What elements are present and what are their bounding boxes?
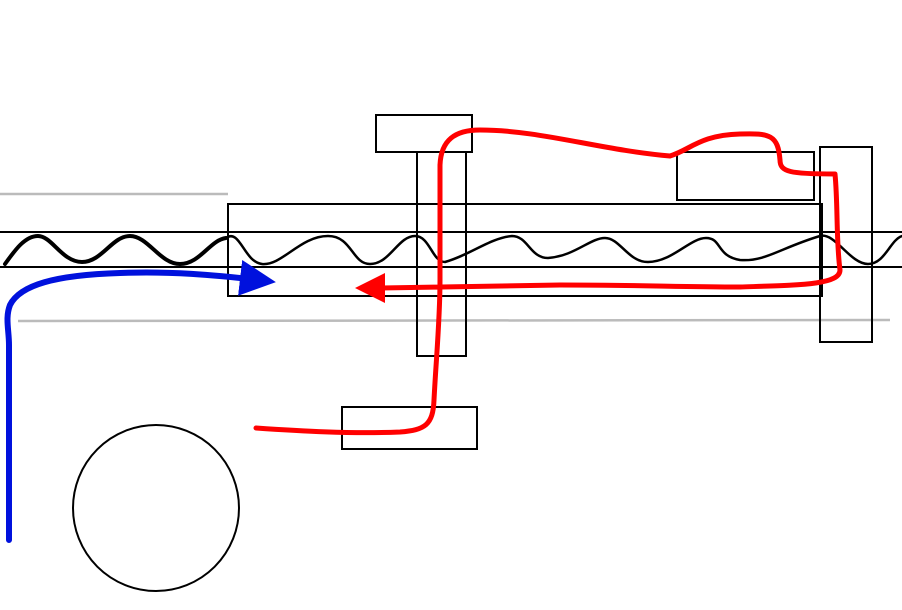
upper-right-block	[676, 151, 815, 201]
blue-flow-arrow	[4, 260, 276, 543]
top-cap-block	[375, 114, 473, 153]
wave-line-left	[3, 234, 228, 266]
wave-line-right	[224, 234, 902, 266]
red-flow-arrow	[253, 127, 843, 436]
bottom-block	[341, 406, 478, 450]
tube-rectangle	[227, 203, 823, 297]
guide-line-bottom	[17, 318, 891, 323]
right-vertical-bar	[819, 146, 873, 343]
outline-circle	[72, 424, 240, 592]
